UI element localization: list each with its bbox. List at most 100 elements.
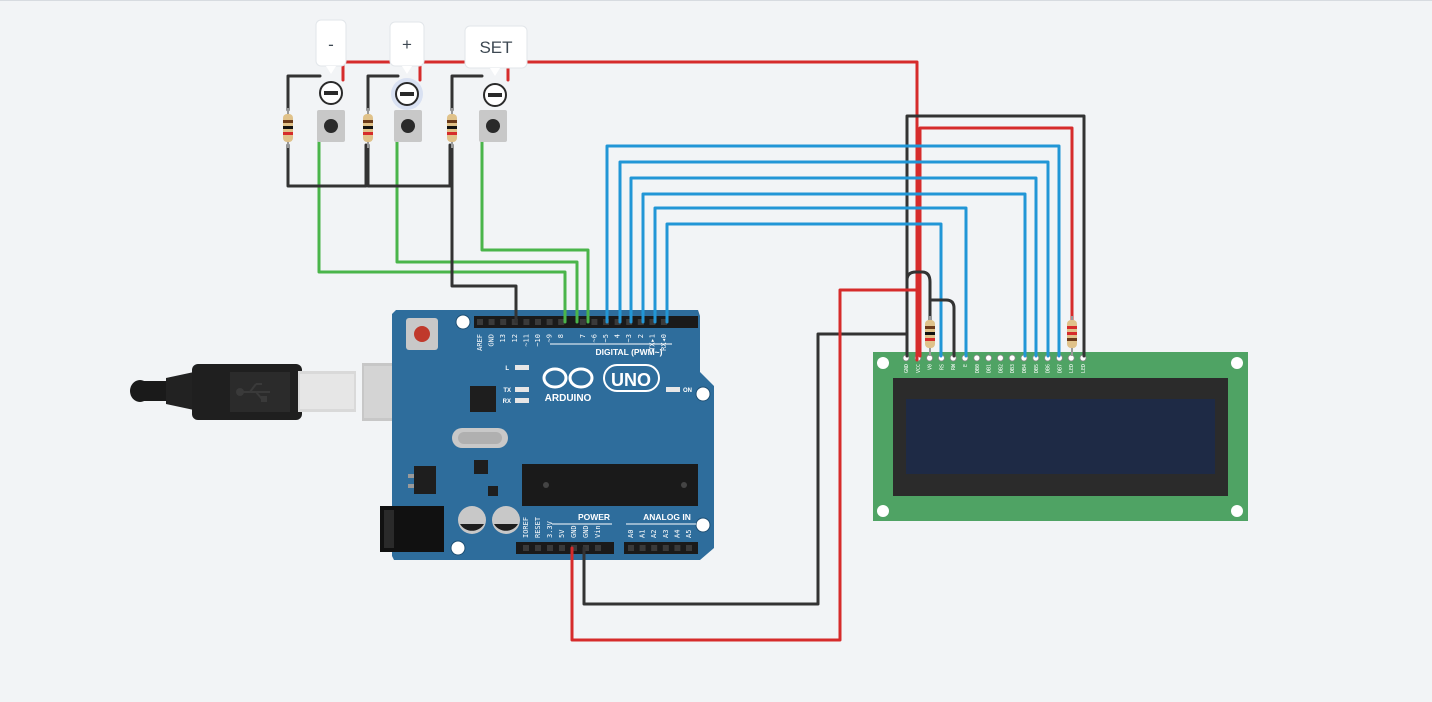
analog-pin-1[interactable] <box>639 545 646 551</box>
power-pin-5[interactable] <box>583 545 589 551</box>
push-buttons[interactable] <box>317 78 507 142</box>
digital-pin-2[interactable] <box>500 319 507 325</box>
wire-d5[interactable] <box>629 176 1038 358</box>
brand-label: ARDUINO <box>545 393 592 404</box>
wire-gnd-arduino[interactable] <box>450 143 518 324</box>
lcd-pin-label: DB3 <box>1010 364 1016 373</box>
lcd-pin-8[interactable] <box>997 354 1004 362</box>
digital-pin-1[interactable] <box>488 319 495 325</box>
wire-contrast[interactable] <box>905 270 932 332</box>
wires[interactable] <box>286 60 1086 642</box>
digital-pin-13[interactable] <box>637 319 644 325</box>
digital-pin-12[interactable] <box>626 319 633 325</box>
led-tx <box>515 387 529 392</box>
analog-pin-label: A1 <box>639 530 647 538</box>
power-pin-4[interactable] <box>571 545 577 551</box>
wire-gnd[interactable] <box>286 143 368 188</box>
power-pin-0[interactable] <box>523 545 529 551</box>
digital-pin-11[interactable] <box>614 319 621 325</box>
digital-header-label: DIGITAL (PWM~) <box>596 347 663 357</box>
wire-d6[interactable] <box>618 160 1050 358</box>
analog-pin-2[interactable] <box>651 545 658 551</box>
analog-pin-4[interactable] <box>674 545 681 551</box>
digital-pin-label: ~10 <box>534 334 542 347</box>
analog-pin-label: A4 <box>673 530 681 538</box>
digital-pin-14[interactable] <box>649 319 656 325</box>
lcd-pin-label: RW <box>951 363 957 370</box>
reset-button[interactable] <box>406 318 438 350</box>
lcd-pin-label: E <box>963 364 969 367</box>
power-pin-1[interactable] <box>535 545 541 551</box>
wire-rs[interactable] <box>665 222 943 358</box>
resistors[interactable] <box>283 108 1077 356</box>
resistor[interactable] <box>363 108 373 148</box>
digital-pin-label: 2 <box>637 334 645 338</box>
push-button-minus[interactable] <box>317 81 345 142</box>
analog-pin-0[interactable] <box>628 545 634 551</box>
power-pin-label: 5V <box>558 529 566 538</box>
resistor[interactable] <box>925 316 935 356</box>
wire-gnd[interactable] <box>366 143 452 188</box>
wire-lcd-led[interactable] <box>918 126 1074 358</box>
wire-button-set[interactable] <box>480 138 590 324</box>
wire-gnd[interactable] <box>366 74 400 112</box>
tooltip-minus: - <box>315 19 347 74</box>
digital-pin-7[interactable] <box>558 319 565 325</box>
push-button-set[interactable] <box>479 83 507 142</box>
wire-button-plus[interactable] <box>395 138 579 324</box>
led-on-label: ON <box>683 388 692 394</box>
analog-pin-label: A5 <box>685 530 693 538</box>
power-header-label: POWER <box>578 512 610 522</box>
analog-pin-5[interactable] <box>686 545 692 551</box>
power-pin-3[interactable] <box>559 545 565 551</box>
wire-d4[interactable] <box>641 192 1027 358</box>
lcd-pin-label: LED <box>1069 364 1075 373</box>
push-button-plus[interactable] <box>391 78 423 142</box>
wire-rw[interactable] <box>928 298 956 358</box>
wire-gnd[interactable] <box>450 74 484 112</box>
digital-pin-4[interactable] <box>523 319 530 325</box>
resistor[interactable] <box>447 108 457 148</box>
led-rx <box>515 398 529 403</box>
digital-pin-label: TX▸1 <box>648 334 656 351</box>
digital-pin-9[interactable] <box>591 319 598 325</box>
led-l <box>515 365 529 370</box>
digital-pin-0[interactable] <box>477 319 483 325</box>
power-pin-6[interactable] <box>595 545 601 551</box>
resistor[interactable] <box>283 108 293 148</box>
resistor[interactable] <box>1067 316 1077 356</box>
wire-button-minus[interactable] <box>317 138 567 324</box>
lcd-pin-6[interactable] <box>973 354 981 362</box>
voltage-regulator <box>414 466 436 494</box>
wire-gnd-power[interactable] <box>582 332 908 606</box>
digital-pin-6[interactable] <box>546 319 553 325</box>
digital-pin-8[interactable] <box>579 319 586 325</box>
uno-badge <box>603 364 660 392</box>
digital-pin-label: 7 <box>579 334 587 338</box>
wire-lcd-gnd[interactable] <box>905 114 1086 358</box>
lcd-pin-label: VCC <box>916 364 922 373</box>
digital-pin-label: 12 <box>511 334 519 342</box>
lcd-screen <box>906 399 1215 474</box>
lcd-pin-7[interactable] <box>985 354 992 362</box>
analog-pin-3[interactable] <box>662 545 669 551</box>
wire-gnd[interactable] <box>286 74 322 112</box>
analog-pin-label: A3 <box>662 530 670 538</box>
power-pin-2[interactable] <box>547 545 553 551</box>
digital-pin-15[interactable] <box>661 319 667 325</box>
analog-pin-label: A0 <box>627 530 635 538</box>
digital-pin-5[interactable] <box>535 319 541 325</box>
wire-enable[interactable] <box>653 206 968 358</box>
lcd-pin-9[interactable] <box>1008 354 1016 362</box>
digital-pin-label: GND <box>488 334 496 347</box>
tooltip-set-label: SET <box>479 38 512 57</box>
wire-5v-bus[interactable] <box>341 60 919 362</box>
usb-icon <box>236 383 270 402</box>
wire-5v-power[interactable] <box>570 288 918 642</box>
wire-d7[interactable] <box>605 144 1061 358</box>
toolbar-divider <box>0 0 1432 1</box>
button-tooltips: - + SET <box>315 19 528 76</box>
